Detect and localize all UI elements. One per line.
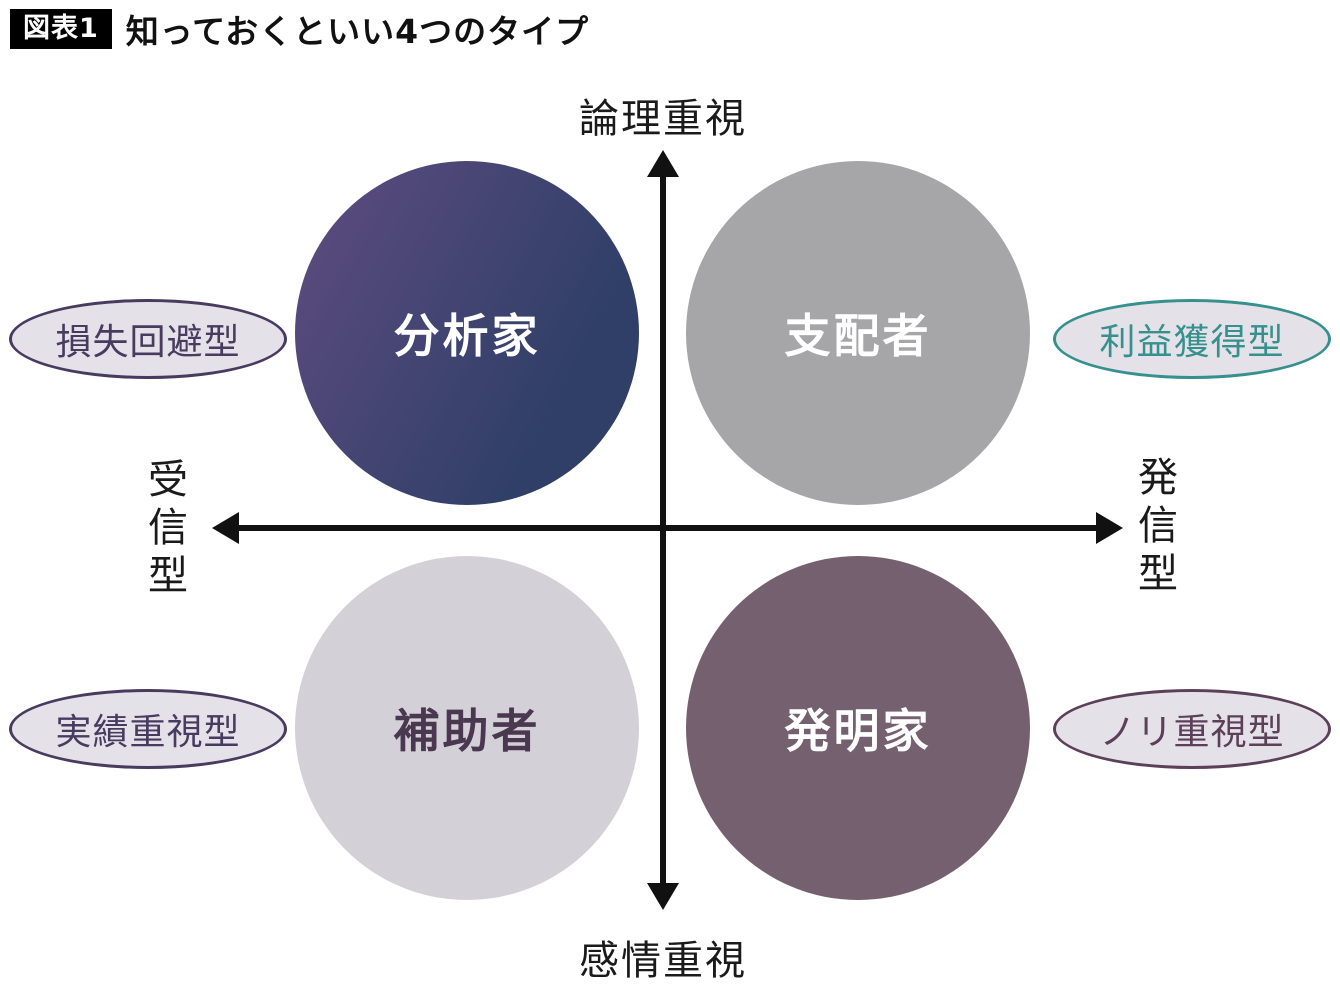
side-label-vibe-focused: ノリ重視型 bbox=[1053, 689, 1331, 769]
side-label-loss-avoidance-text: 損失回避型 bbox=[55, 322, 241, 363]
axis-label-right: 発信型 bbox=[1131, 456, 1177, 600]
quadrant-label-inventor: 発明家 bbox=[784, 704, 932, 758]
quadrant-circle-helper: 補助者 bbox=[295, 556, 639, 900]
axis-label-top: 論理重視 bbox=[579, 96, 747, 142]
arrow-up-icon bbox=[647, 150, 679, 177]
quadrant-label-ruler: 支配者 bbox=[784, 309, 932, 363]
figure-header: 図表1 知っておくといい4つのタイプ bbox=[10, 5, 589, 53]
figure-title: 知っておくといい4つのタイプ bbox=[125, 12, 590, 51]
quadrant-circle-ruler: 支配者 bbox=[686, 161, 1030, 505]
arrow-down-icon bbox=[647, 883, 679, 910]
quadrant-label-analyst: 分析家 bbox=[393, 309, 541, 363]
side-label-profit-gaining: 利益獲得型 bbox=[1053, 299, 1331, 379]
side-label-vibe-focused-text: ノリ重視型 bbox=[1099, 712, 1285, 753]
side-label-achievement-focused-text: 実績重視型 bbox=[55, 712, 241, 753]
quadrant-circle-inventor: 発明家 bbox=[686, 556, 1030, 900]
figure-badge: 図表1 bbox=[10, 9, 112, 49]
side-label-profit-gaining-text: 利益獲得型 bbox=[1099, 322, 1285, 363]
side-label-achievement-focused: 実績重視型 bbox=[9, 689, 287, 769]
quadrant-circle-analyst: 分析家 bbox=[295, 161, 639, 505]
arrow-left-icon bbox=[212, 512, 239, 544]
horizontal-axis-line bbox=[236, 525, 1102, 531]
quadrant-label-helper: 補助者 bbox=[393, 704, 541, 758]
axis-label-left: 受信型 bbox=[141, 458, 187, 602]
side-label-loss-avoidance: 損失回避型 bbox=[9, 299, 287, 379]
arrow-right-icon bbox=[1096, 512, 1123, 544]
axis-label-bottom: 感情重視 bbox=[579, 938, 747, 984]
